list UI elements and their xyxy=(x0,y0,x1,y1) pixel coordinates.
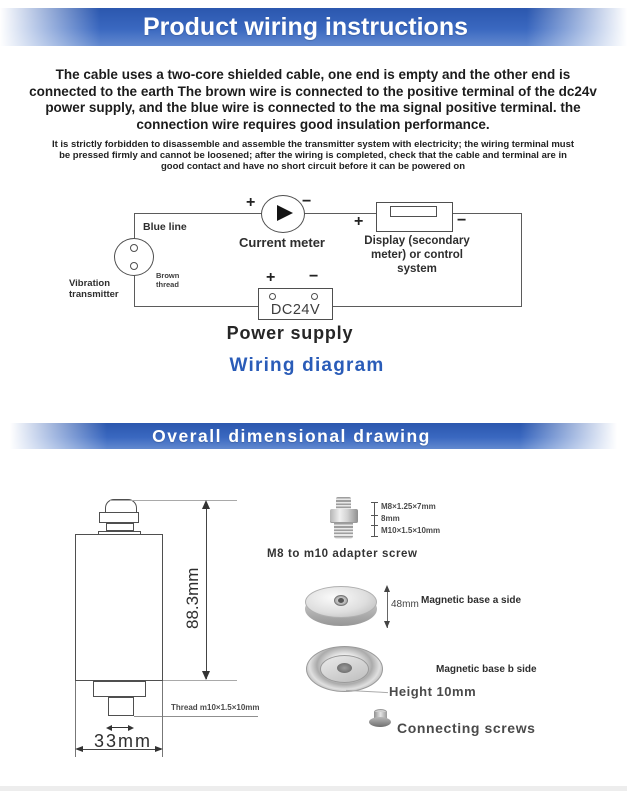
base-height-label: Height 10mm xyxy=(389,684,477,699)
height-arrow-down-icon xyxy=(202,671,210,680)
magnetic-base-b-hole xyxy=(337,663,352,673)
adapter-tick-4 xyxy=(371,536,378,538)
height-dimension-text: 88.3mm xyxy=(183,567,202,629)
adapter-bracket-line xyxy=(374,502,376,537)
sensor-cap-nut xyxy=(99,512,139,523)
dc24v-terminal-plus xyxy=(269,293,276,300)
height-arrow-up-icon xyxy=(202,500,210,509)
top-wire xyxy=(134,213,522,215)
adapter-tick-3 xyxy=(371,524,378,526)
wiring-instructions-banner: Product wiring instructions xyxy=(0,8,627,46)
dc24v-box: DC24V xyxy=(258,288,333,320)
extension-line-top xyxy=(110,500,237,501)
width-dimension-text: 33mm xyxy=(94,731,153,751)
magnet-arrow-down-icon xyxy=(384,621,390,628)
display-box xyxy=(376,202,453,232)
stud-arrow-left-icon xyxy=(106,724,112,731)
magnet-dimension-line xyxy=(387,587,389,628)
magnetic-base-a-label: Magnetic base a side xyxy=(421,595,522,606)
width-arrow-left-icon xyxy=(75,745,83,752)
dc24v-terminal-minus xyxy=(311,293,318,300)
wiring-instructions-title: Product wiring instructions xyxy=(142,12,468,41)
display-label: Display (secondary meter) or control sys… xyxy=(364,235,470,275)
power-minus: − xyxy=(309,268,319,285)
adapter-screw-label: M8 to m10 adapter screw xyxy=(267,548,418,560)
width-arrow-right-icon xyxy=(155,745,163,752)
dc24v-text: DC24V xyxy=(270,302,321,318)
wiring-diagram-caption: Wiring diagram xyxy=(229,355,385,376)
height-dimension-line xyxy=(206,503,208,679)
thread-spec-label: Thread m10×1.5×10mm xyxy=(171,703,260,712)
vibration-transmitter-label: Vibration transmitter xyxy=(69,278,119,301)
magnetic-base-b-label: Magnetic base b side xyxy=(436,664,537,675)
adapter-screw-bottom-thread xyxy=(334,523,353,539)
current-meter-plus: + xyxy=(246,194,256,211)
display-plus: + xyxy=(354,213,364,230)
current-meter-label: Current meter xyxy=(239,235,325,250)
dimensional-drawing-title: Overall dimensional drawing xyxy=(152,425,431,446)
extension-line-right xyxy=(162,681,164,757)
adapter-top-spec: M8×1.25×7mm xyxy=(381,502,436,511)
width-dimension-line xyxy=(78,749,161,751)
adapter-tick-1 xyxy=(371,502,378,504)
adapter-screw-top-thread xyxy=(336,497,351,509)
magnet-arrow-up-icon xyxy=(384,585,390,592)
brown-thread-label: Brown thread xyxy=(156,271,180,289)
sensor-thread-stud xyxy=(108,697,134,716)
sensor-body-outline xyxy=(75,534,163,681)
extension-line-left xyxy=(75,681,77,757)
display-screen xyxy=(390,206,437,217)
dimensional-drawing-banner: Overall dimensional drawing xyxy=(10,423,617,449)
adapter-mid-spec: 8mm xyxy=(381,514,400,523)
adapter-bottom-spec: M10×1.5×10mm xyxy=(381,526,441,535)
connecting-screw-flange xyxy=(369,717,391,727)
right-wire xyxy=(521,213,523,307)
intro-paragraph: The cable uses a two-core shielded cable… xyxy=(29,67,597,132)
sensor-cap-neck xyxy=(106,523,134,531)
power-plus: + xyxy=(266,269,276,286)
safety-note-paragraph: It is strictly forbidden to disassemble … xyxy=(51,139,575,173)
adapter-screw-hex-nut xyxy=(330,509,358,523)
adapter-tick-2 xyxy=(371,514,378,516)
connector-pin-top xyxy=(130,244,138,252)
sensor-cap-dome xyxy=(105,499,137,513)
current-meter-minus: − xyxy=(302,193,312,210)
blue-line-label: Blue line xyxy=(143,221,187,233)
magnetic-base-a-hole xyxy=(338,598,344,603)
power-supply-label: Power supply xyxy=(226,323,354,343)
connector-pin-bottom xyxy=(130,262,138,270)
stud-arrow-right-icon xyxy=(128,724,134,731)
current-meter-arrow-icon xyxy=(277,205,293,221)
extension-line-bottom xyxy=(163,680,237,681)
stud-dimension-line xyxy=(110,727,132,729)
thread-leader-line xyxy=(134,716,258,717)
magnet-diameter-text: 48mm xyxy=(391,599,419,610)
bottom-strip xyxy=(0,786,627,791)
connecting-screw-body xyxy=(374,712,387,719)
connecting-screws-label: Connecting screws xyxy=(397,720,536,736)
sensor-base-block xyxy=(93,681,146,697)
display-minus: − xyxy=(457,212,467,229)
